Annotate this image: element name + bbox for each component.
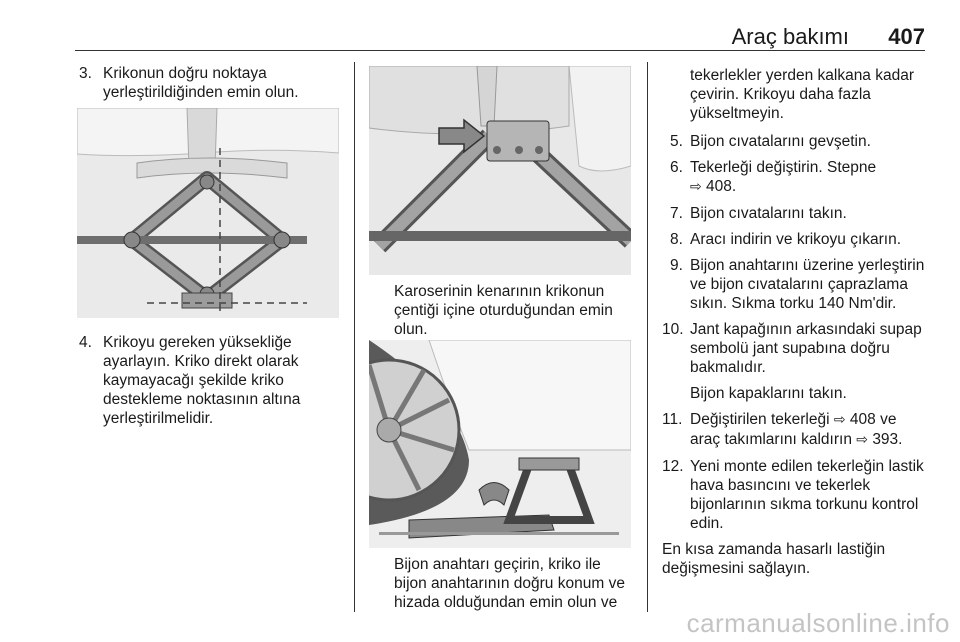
page-number: 407 bbox=[888, 24, 925, 49]
step-text: Bijon cıvatalarını gevşetin. bbox=[690, 133, 871, 150]
cross-reference-arrow-icon: ⇨ bbox=[833, 412, 846, 428]
step-3: 3. Krikonun doğru noktaya yerleştirildiği… bbox=[79, 64, 341, 102]
step-text: Bijon cıvatalarını takın. bbox=[690, 205, 847, 222]
cross-reference-arrow-icon: ⇨ bbox=[856, 432, 868, 448]
page-reference: 393. bbox=[872, 431, 903, 448]
step-10-extra: Bijon kapaklarını takın. bbox=[690, 385, 847, 402]
step-text: Değiştirilen tekerleği bbox=[690, 411, 830, 428]
figure-caption: Karoserinin kenarının krikonun çentiği i… bbox=[394, 283, 613, 338]
step-text: Aracı indirin ve krikoyu çıkarın. bbox=[690, 231, 902, 248]
figure-caption: Bijon anahtarı geçirin, kriko ile bijon … bbox=[394, 556, 625, 611]
step-6: 6. Tekerleği değiştirin. Stepne ⇨ 408. bbox=[662, 158, 928, 197]
step-text: Krikonun doğru noktaya yerleştirildiğind… bbox=[103, 65, 299, 101]
figure-jack-notch-detail bbox=[369, 66, 631, 275]
procedure-list: tekerlekler yerden kalkana kadar çevirin… bbox=[662, 66, 928, 578]
page-header: Araç bakımı 407 bbox=[75, 24, 925, 51]
step-text: Bijon anahtarını üzerine yerleştirin ve … bbox=[690, 257, 925, 312]
step-number: 6. bbox=[670, 159, 683, 176]
step-text: araç takımlarını kaldırın bbox=[690, 431, 852, 448]
step-number: 10. bbox=[662, 321, 684, 338]
step-12: 12. Yeni monte edilen tekerleğin lastik h… bbox=[662, 457, 928, 533]
step-number: 4. bbox=[79, 334, 92, 351]
figure-jack-under-sill bbox=[77, 108, 339, 318]
column-divider bbox=[354, 62, 355, 612]
section-title: Araç bakımı bbox=[731, 24, 849, 49]
column-divider bbox=[647, 62, 648, 612]
step-text: Tekerleği değiştirin. Stepne bbox=[690, 159, 877, 176]
step-8: 8. Aracı indirin ve krikoyu çıkarın. bbox=[662, 230, 928, 249]
step-7: 7. Bijon cıvatalarını takın. bbox=[662, 204, 928, 223]
cross-reference-arrow-icon: ⇨ bbox=[690, 179, 702, 195]
watermark: carmanualsonline.info bbox=[686, 608, 950, 638]
step-5: 5. Bijon cıvatalarını gevşetin. bbox=[662, 132, 928, 151]
step-11: 11. Değiştirilen tekerleği ⇨ 408 ve araç … bbox=[662, 410, 928, 450]
step-number: 8. bbox=[670, 231, 683, 248]
continuation-text: tekerlekler yerden kalkana kadar çevirin… bbox=[690, 67, 915, 122]
step-number: 9. bbox=[670, 257, 683, 274]
closing-note: En kısa zamanda hasarlı lastiğin değişme… bbox=[662, 541, 886, 577]
page-reference: 408 ve bbox=[849, 411, 897, 428]
step-number: 7. bbox=[670, 205, 683, 222]
step-number: 12. bbox=[662, 458, 684, 475]
step-number: 5. bbox=[670, 133, 683, 150]
step-number: 11. bbox=[662, 411, 683, 428]
page-reference: 408. bbox=[706, 178, 737, 195]
step-4: 4. Krikoyu gereken yüksekliğe ayarlayın. … bbox=[79, 333, 341, 428]
step-10: 10. Jant kapağının arkasındaki supap semb… bbox=[662, 320, 928, 377]
step-text: Yeni monte edilen tekerleğin lastik hava… bbox=[690, 458, 924, 532]
figure-wheel-and-jack bbox=[369, 340, 631, 548]
step-text: Jant kapağının arkasındaki supap sembolü… bbox=[690, 321, 922, 376]
step-9: 9. Bijon anahtarını üzerine yerleştirin v… bbox=[662, 256, 928, 313]
step-number: 3. bbox=[79, 65, 92, 82]
step-text: Krikoyu gereken yüksekliğe ayarlayın. Kr… bbox=[103, 334, 301, 427]
